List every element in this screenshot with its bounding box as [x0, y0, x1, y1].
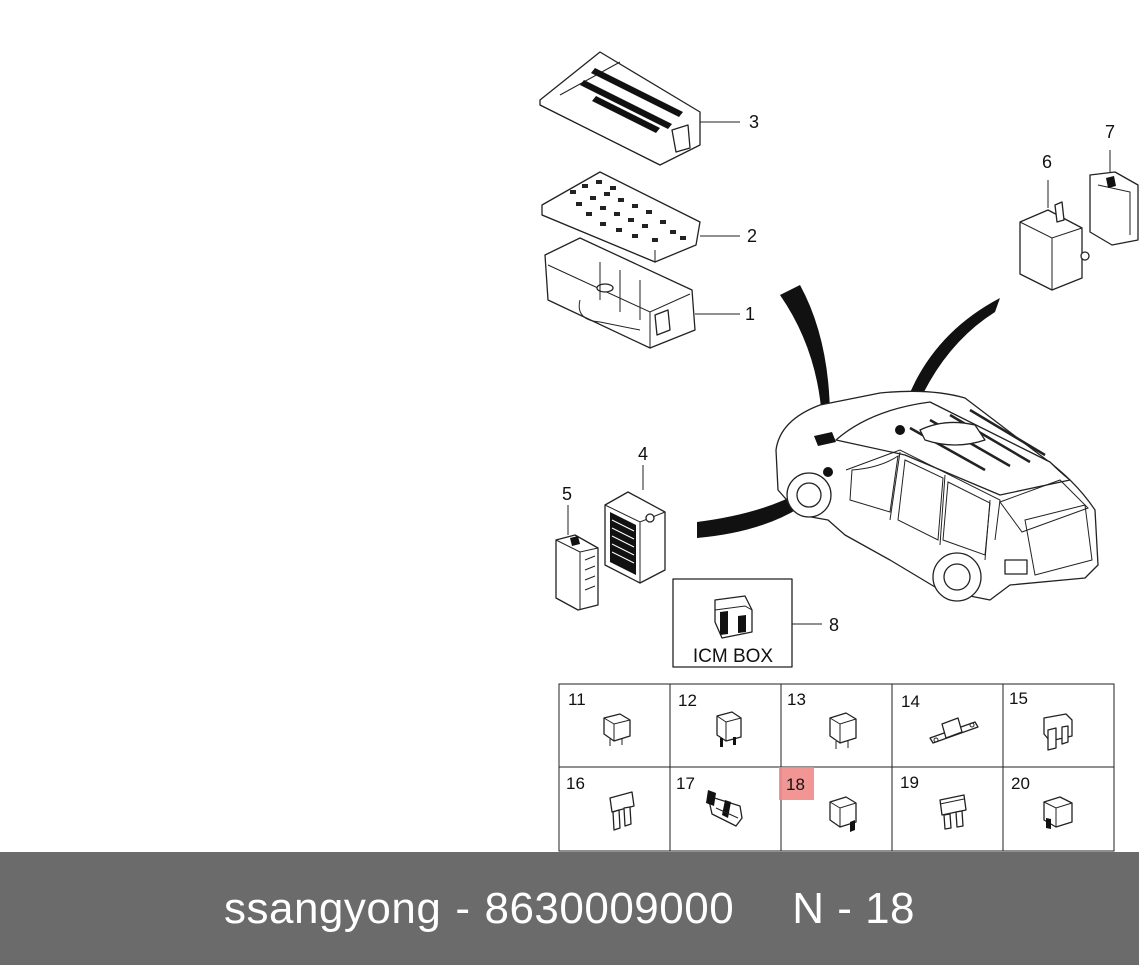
footer-separator: - — [455, 883, 471, 933]
relay-icon — [603, 713, 631, 746]
fuse-puller-icon — [706, 790, 743, 827]
grid-cell-label-12: 12 — [678, 691, 697, 710]
relay-module-illustration — [1089, 150, 1139, 246]
relay-icon — [716, 711, 742, 747]
relay-icon — [829, 712, 857, 749]
highlight-marker-18 — [779, 767, 814, 800]
callout-8: 8 — [829, 615, 839, 635]
icm-box-label: ICM BOX — [693, 646, 774, 667]
grid-cell-label-20: 20 — [1011, 774, 1030, 793]
grid-cell-label-19: 19 — [900, 773, 919, 792]
callout-2: 2 — [747, 226, 757, 246]
grid-cell-label-18: 18 — [786, 775, 805, 794]
callout-4: 4 — [638, 444, 648, 464]
callout-7: 7 — [1105, 122, 1115, 142]
footer-ref: N - 18 — [792, 883, 916, 933]
footer-brand: ssangyong — [223, 883, 442, 933]
relay-icon — [1043, 796, 1073, 829]
grid-cell-label-16: 16 — [566, 774, 585, 793]
grid-cell-label-14: 14 — [901, 692, 920, 711]
relay-icon — [829, 796, 857, 832]
relay-block-illustration — [541, 171, 740, 263]
grid-cell-label-15: 15 — [1009, 689, 1028, 708]
vehicle-illustration — [775, 390, 1099, 602]
callout-1: 1 — [745, 304, 755, 324]
callout-6: 6 — [1042, 152, 1052, 172]
parts-diagram: 1 2 3 4 5 6 7 8 ICM BOX 11 12 13 14 15 1… — [539, 51, 1139, 852]
control-module-illustration — [1019, 180, 1090, 291]
grid-cell-label-13: 13 — [787, 690, 806, 709]
callout-3: 3 — [749, 112, 759, 132]
parts-grid: 11 12 13 14 15 16 17 18 19 20 — [558, 683, 1115, 852]
footer-banner: ssangyong - 8630009000 N - 18 — [0, 852, 1139, 965]
fusible-link-icon — [929, 717, 979, 744]
icm-box — [672, 578, 822, 668]
lower-housing-illustration — [544, 237, 740, 349]
grid-cell-label-17: 17 — [676, 774, 695, 793]
small-module-illustration — [555, 505, 599, 611]
maxi-fuse-icon — [939, 794, 967, 830]
callout-5: 5 — [562, 484, 572, 504]
fuse-box-cover-illustration — [539, 51, 740, 166]
grid-cell-label-11: 11 — [568, 690, 586, 709]
footer-part-number: 8630009000 — [484, 883, 735, 933]
cartridge-fuse-icon — [1043, 713, 1073, 751]
fuse-block-illustration — [604, 465, 666, 584]
blade-fuse-icon — [609, 791, 635, 831]
